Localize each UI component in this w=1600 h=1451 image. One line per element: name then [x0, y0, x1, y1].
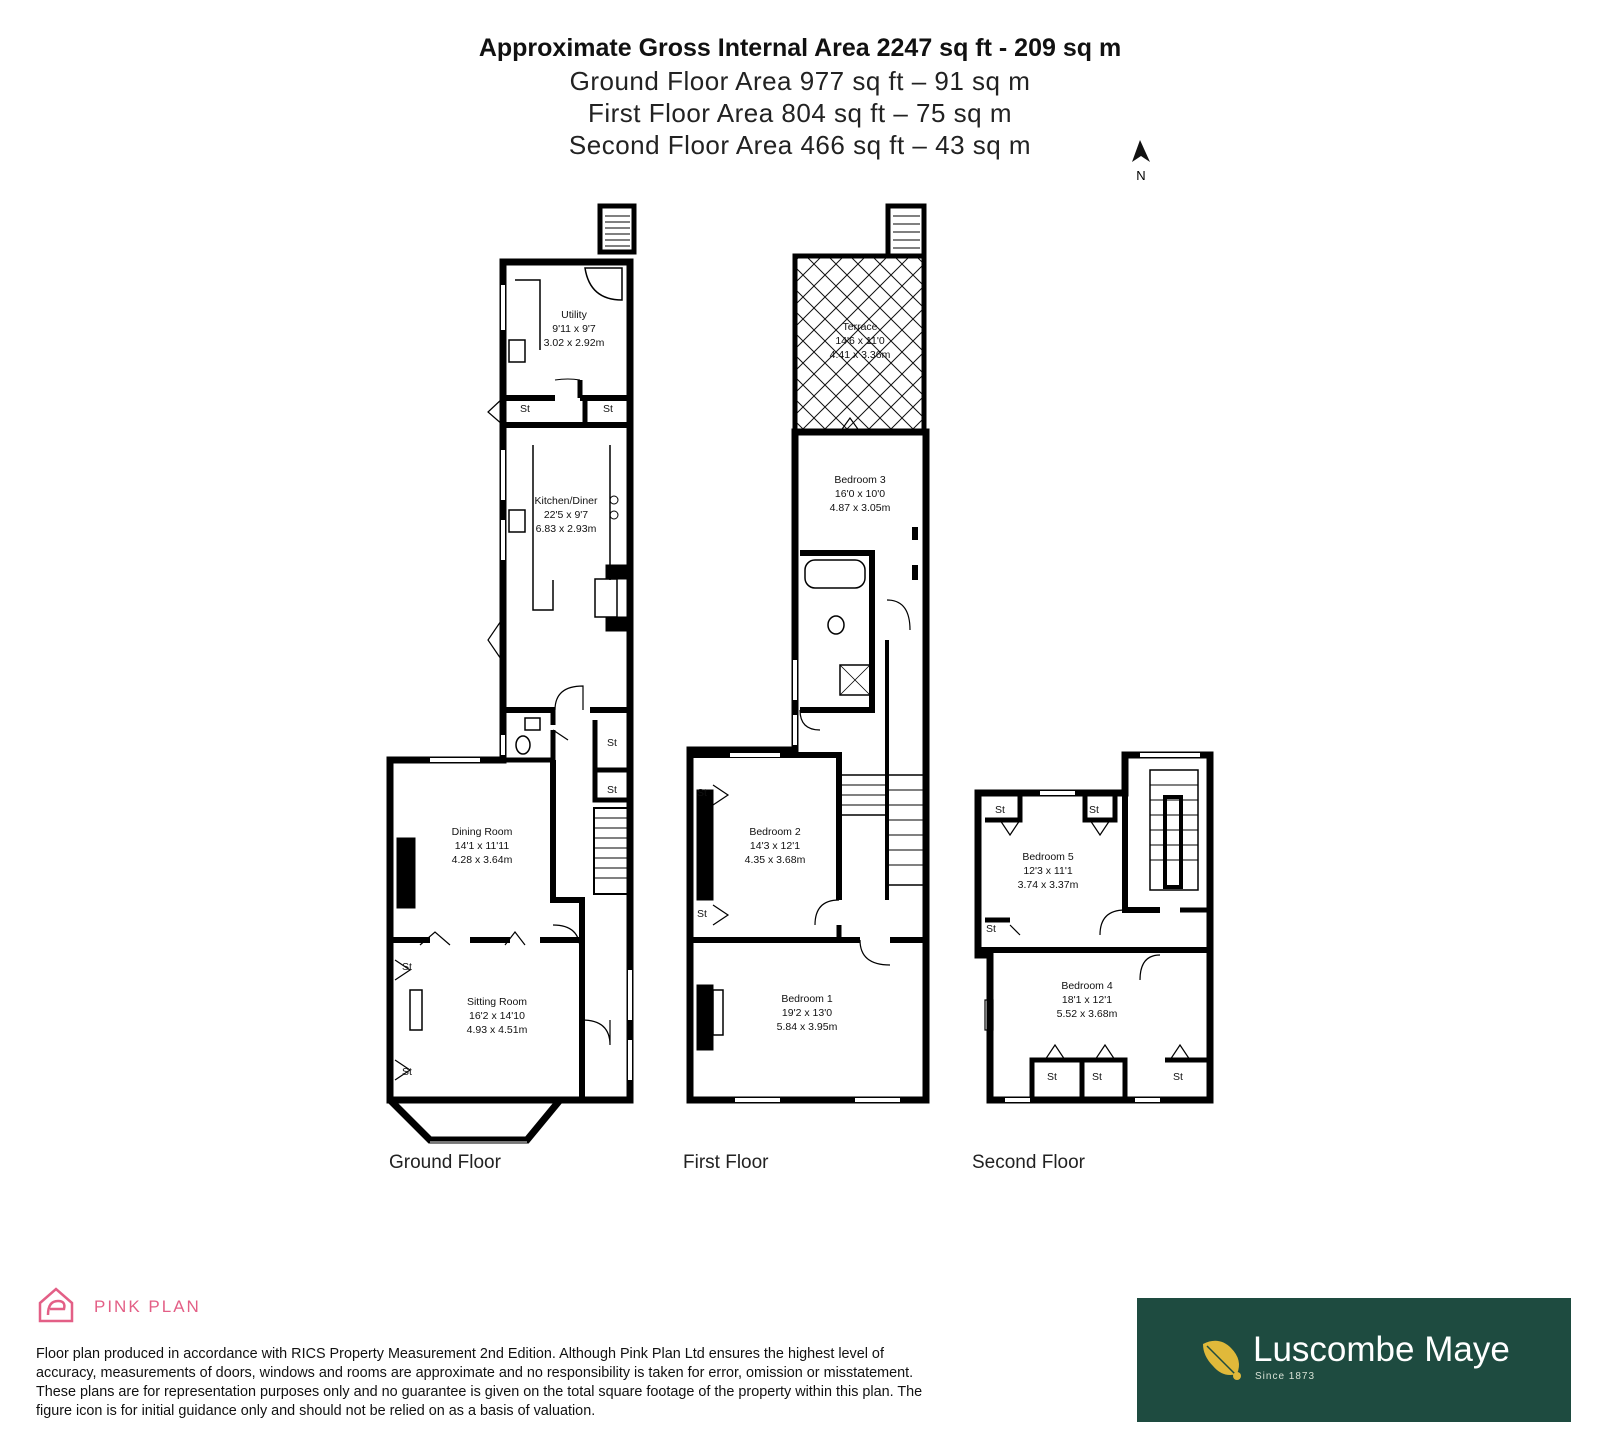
- agent-name: Luscombe Maye: [1253, 1330, 1510, 1369]
- svg-text:Bedroom 2: Bedroom 2: [749, 826, 801, 838]
- svg-text:4.41 x 3.36m: 4.41 x 3.36m: [830, 349, 891, 361]
- storage-label: St: [1047, 1071, 1057, 1083]
- room-label-bedroom-2: Bedroom 2 14'3 x 12'1 4.35 x 3.68m: [745, 826, 806, 866]
- svg-text:Bedroom 4: Bedroom 4: [1061, 980, 1113, 992]
- agent-logo-panel: Luscombe Maye Since 1873: [1137, 1298, 1571, 1422]
- svg-text:Bedroom 3: Bedroom 3: [834, 474, 886, 486]
- first-floor-plan: [686, 203, 930, 1104]
- room-label-kitchen: Kitchen/Diner 22'5 x 9'7 6.83 x 2.93m: [534, 495, 598, 535]
- pink-plan-logo-icon: [38, 1287, 74, 1323]
- svg-text:14'1 x 11'11: 14'1 x 11'11: [455, 840, 510, 852]
- svg-text:16'0 x 10'0: 16'0 x 10'0: [835, 488, 885, 500]
- oak-leaf-icon: [1203, 1340, 1241, 1380]
- storage-label: St: [607, 784, 617, 796]
- svg-text:19'2 x 13'0: 19'2 x 13'0: [782, 1007, 832, 1019]
- north-arrow-icon: N: [1132, 140, 1150, 183]
- svg-text:Terrace: Terrace: [842, 321, 877, 333]
- first-floor-label: First Floor: [683, 1152, 769, 1173]
- storage-label: St: [402, 1066, 412, 1078]
- first-floor-area: First Floor Area 804 sq ft – 75 sq m: [587, 98, 1013, 128]
- storage-label: St: [603, 403, 613, 415]
- storage-label: St: [402, 961, 412, 973]
- second-floor-plan: [974, 751, 1214, 1104]
- room-label-bedroom-4: Bedroom 4 18'1 x 12'1 5.52 x 3.68m: [1057, 980, 1118, 1020]
- second-floor-area: Second Floor Area 466 sq ft – 43 sq m: [568, 130, 1032, 160]
- second-floor-label: Second Floor: [972, 1152, 1086, 1173]
- room-label-bedroom-3: Bedroom 3 16'0 x 10'0 4.87 x 3.05m: [830, 474, 891, 514]
- svg-text:Bedroom 1: Bedroom 1: [781, 993, 833, 1005]
- storage-label: St: [1173, 1071, 1183, 1083]
- storage-label: St: [986, 923, 996, 935]
- svg-text:4.87 x 3.05m: 4.87 x 3.05m: [830, 502, 891, 514]
- svg-text:22'5 x 9'7: 22'5 x 9'7: [544, 509, 588, 521]
- svg-text:Sitting Room: Sitting Room: [467, 996, 527, 1008]
- storage-label: St: [1092, 1071, 1102, 1083]
- agent-since: Since 1873: [1255, 1371, 1316, 1382]
- svg-text:14'6 x 11'0: 14'6 x 11'0: [835, 335, 885, 347]
- plan-title: Approximate Gross Internal Area 2247 sq …: [478, 34, 1122, 62]
- svg-text:4.93 x 4.51m: 4.93 x 4.51m: [467, 1024, 528, 1036]
- north-label: N: [1136, 168, 1145, 183]
- storage-label: St: [520, 403, 530, 415]
- room-label-bedroom-1: Bedroom 1 19'2 x 13'0 5.84 x 3.95m: [777, 993, 838, 1033]
- room-label-bedroom-5: Bedroom 5 12'3 x 11'1 3.74 x 3.37m: [1018, 851, 1079, 891]
- svg-text:16'2 x 14'10: 16'2 x 14'10: [469, 1010, 525, 1022]
- svg-text:3.74 x 3.37m: 3.74 x 3.37m: [1018, 879, 1079, 891]
- disclaimer-text: Floor plan produced in accordance with R…: [36, 1346, 923, 1419]
- svg-text:12'3 x 11'1: 12'3 x 11'1: [1023, 865, 1073, 877]
- svg-text:Kitchen/Diner: Kitchen/Diner: [534, 495, 598, 507]
- svg-text:4.35 x 3.68m: 4.35 x 3.68m: [745, 854, 806, 866]
- svg-text:Dining Room: Dining Room: [452, 826, 513, 838]
- svg-text:5.52 x 3.68m: 5.52 x 3.68m: [1057, 1008, 1118, 1020]
- ground-floor-plan: [386, 203, 637, 1144]
- storage-label: St: [607, 737, 617, 749]
- room-label-utility: Utility 9'11 x 9'7 3.02 x 2.92m: [544, 309, 605, 349]
- room-label-terrace: Terrace 14'6 x 11'0 4.41 x 3.36m: [830, 321, 891, 361]
- svg-text:5.84 x 3.95m: 5.84 x 3.95m: [777, 1021, 838, 1033]
- svg-text:Utility: Utility: [561, 309, 587, 321]
- svg-text:6.83 x 2.93m: 6.83 x 2.93m: [536, 523, 597, 535]
- svg-text:14'3 x 12'1: 14'3 x 12'1: [750, 840, 800, 852]
- storage-label: St: [995, 804, 1005, 816]
- svg-text:3.02 x 2.92m: 3.02 x 2.92m: [544, 337, 605, 349]
- pink-plan-brand: PINK PLAN: [94, 1297, 201, 1316]
- svg-text:9'11 x 9'7: 9'11 x 9'7: [552, 323, 596, 335]
- svg-text:4.28 x 3.64m: 4.28 x 3.64m: [452, 854, 513, 866]
- room-label-dining: Dining Room 14'1 x 11'11 4.28 x 3.64m: [452, 826, 513, 866]
- storage-label: St: [1089, 804, 1099, 816]
- ground-floor-area: Ground Floor Area 977 sq ft – 91 sq m: [569, 66, 1031, 96]
- storage-label: St: [697, 908, 707, 920]
- room-label-sitting: Sitting Room 16'2 x 14'10 4.93 x 4.51m: [467, 996, 528, 1036]
- storage-label: St: [697, 787, 707, 799]
- svg-text:18'1 x 12'1: 18'1 x 12'1: [1062, 994, 1112, 1006]
- ground-floor-label: Ground Floor: [389, 1152, 501, 1173]
- svg-text:Bedroom 5: Bedroom 5: [1022, 851, 1074, 863]
